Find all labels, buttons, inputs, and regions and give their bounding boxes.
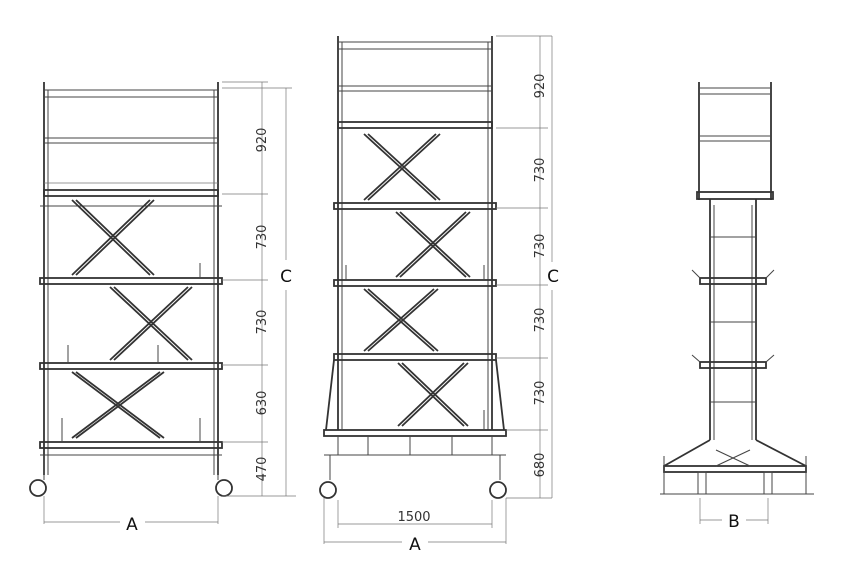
left-width-label: A (126, 515, 138, 535)
left-height-4: 630 (255, 391, 270, 416)
middle-overall-height-label: C (547, 267, 559, 287)
left-overall-height-label: C (280, 267, 292, 287)
middle-height-3: 730 (533, 234, 548, 259)
middle-height-1: 920 (533, 74, 548, 99)
middle-tower: 1500 A 920 730 730 730 730 680 C (319, 35, 559, 555)
left-height-3: 730 (255, 310, 270, 335)
middle-height-6: 680 (533, 453, 548, 478)
left-height-1: 920 (255, 128, 270, 153)
left-height-5: 470 (255, 457, 270, 482)
right-width-label: B (728, 512, 740, 532)
middle-height-4: 730 (533, 308, 548, 333)
middle-width-label: A (409, 535, 421, 555)
left-tower: A 920 730 730 630 470 C (29, 81, 296, 535)
middle-base-width: 1500 (397, 510, 430, 525)
middle-height-5: 730 (533, 381, 548, 406)
right-tower: B (660, 82, 814, 532)
middle-height-2: 730 (533, 158, 548, 183)
left-height-2: 730 (255, 225, 270, 250)
